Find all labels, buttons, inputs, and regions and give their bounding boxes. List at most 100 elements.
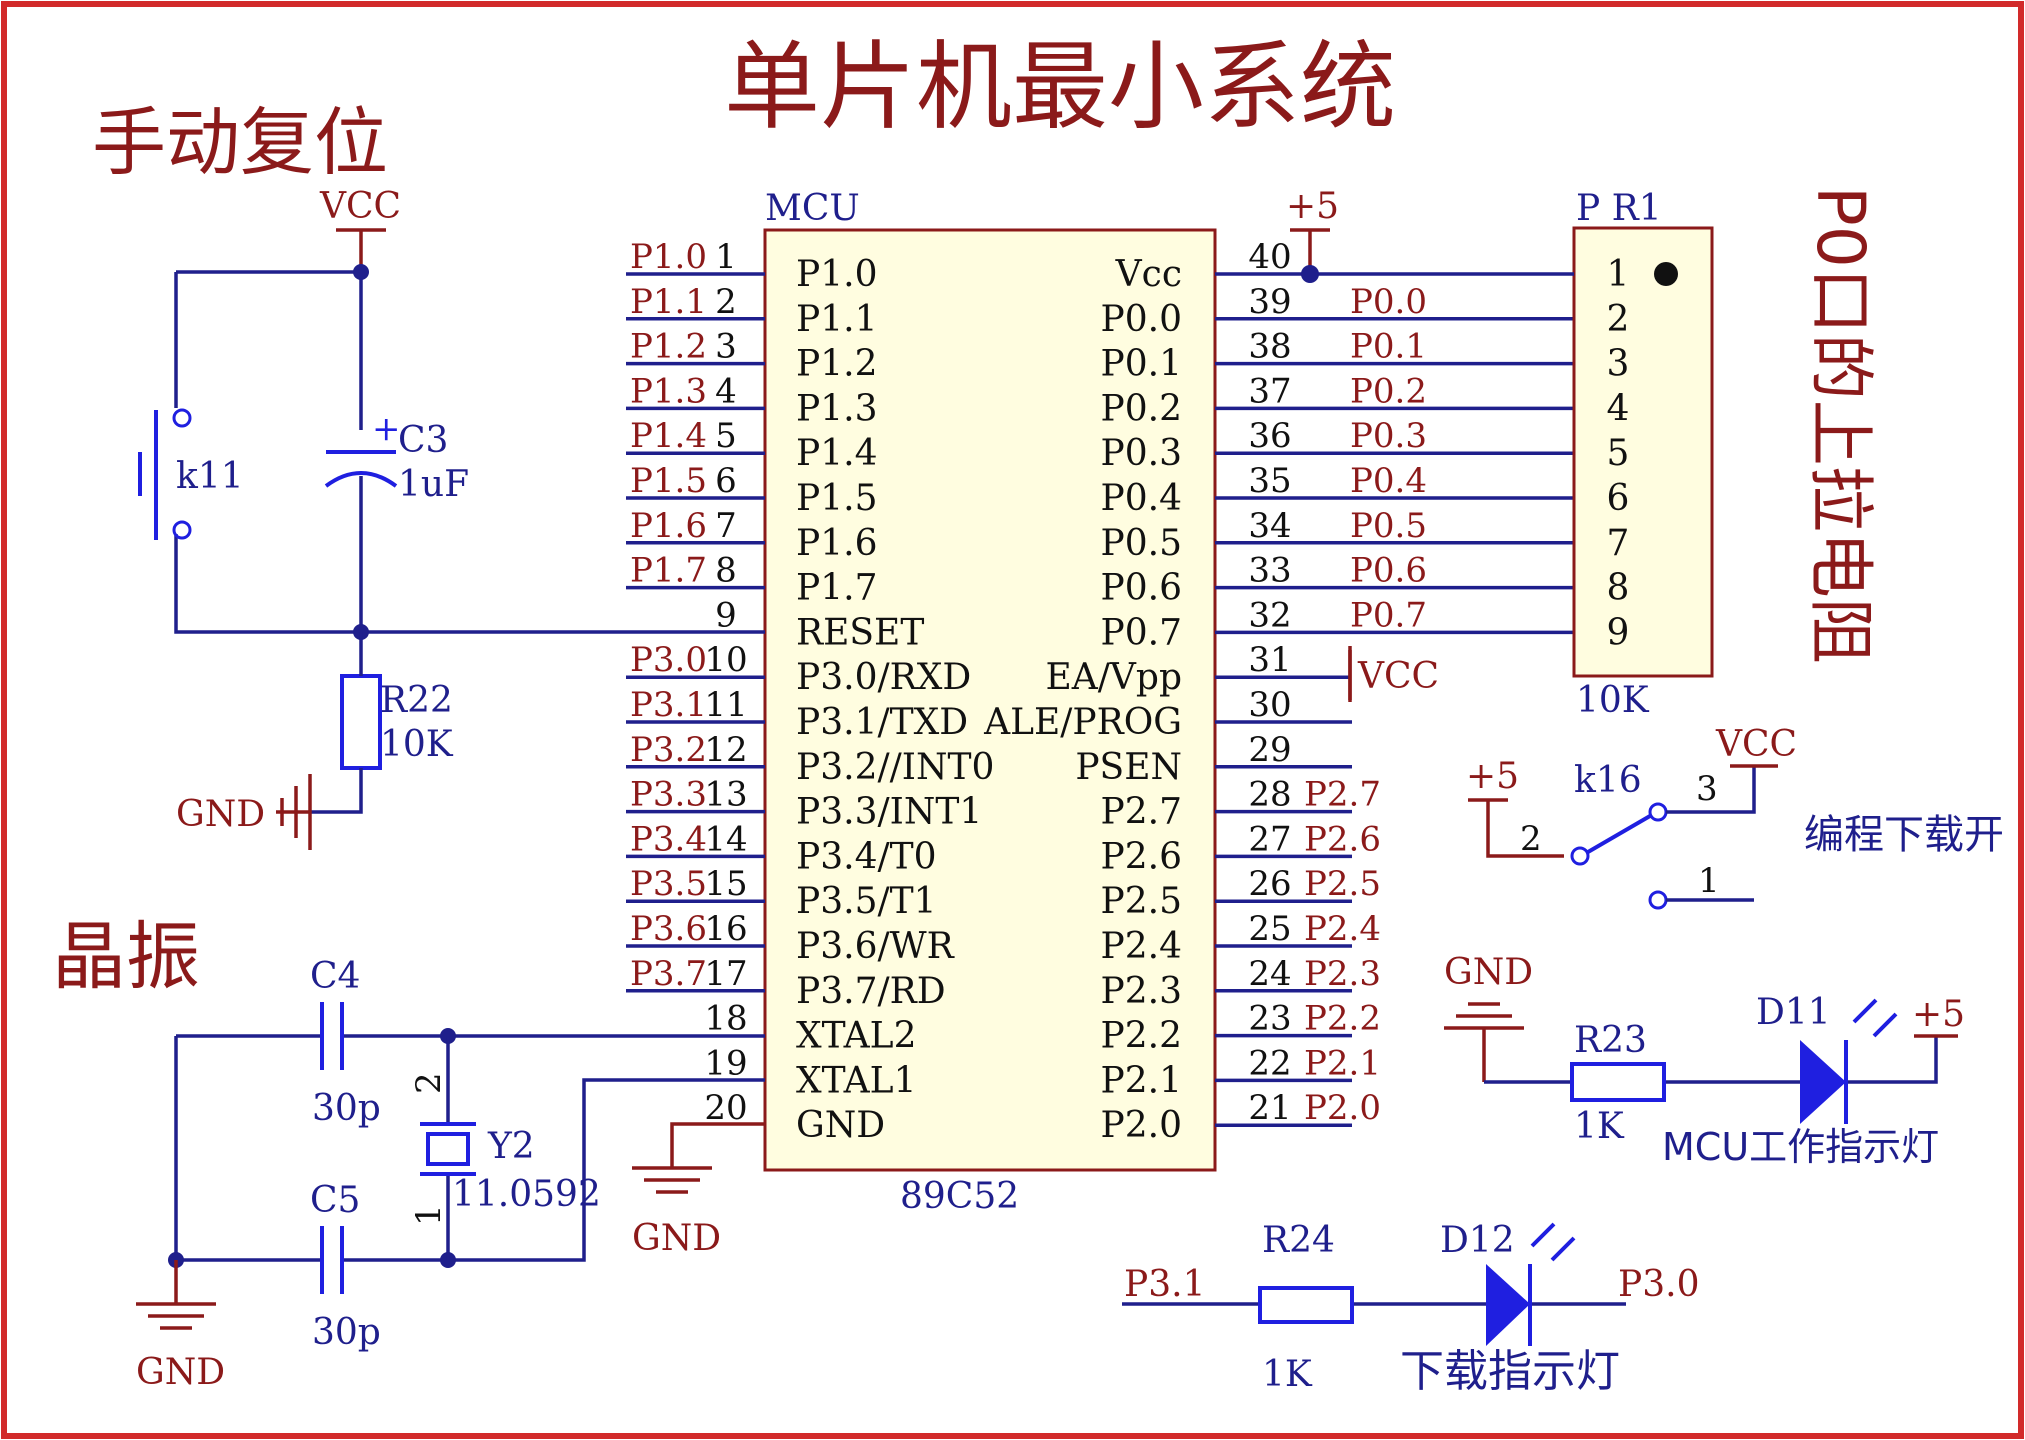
mcu-pin-28-number: 28 (1248, 775, 1291, 815)
mcu-pin-21-number: 21 (1248, 1088, 1291, 1128)
mcu-pin-31-name: EA/Vpp (1046, 657, 1183, 698)
mcu-pin-4-name: P1.3 (796, 388, 877, 429)
mcu-net-39-label: P0.0 (1350, 282, 1427, 322)
y2-crystal (426, 1132, 470, 1166)
mcu-pin-10-name: P3.0/RXD (796, 657, 971, 698)
dl-p30-label: P3.0 (1618, 1264, 1699, 1305)
mcu-pin-20-name: GND (796, 1105, 885, 1146)
mcu-pin-33-name: P0.6 (1101, 568, 1182, 609)
mcu-pin-12-name: P3.2//INT0 (796, 747, 994, 788)
mcu-net-10-label: P3.0 (630, 640, 707, 680)
pr1-pin1-dot (1654, 262, 1678, 286)
r22-body (340, 674, 382, 770)
k16-label: k16 (1574, 760, 1642, 801)
mcu-pin-8-number: 8 (715, 551, 737, 591)
mcu-pin-13-number: 13 (704, 775, 747, 815)
pr1-pin-4: 4 (1607, 388, 1630, 429)
c3-plus-sign: + (372, 409, 401, 449)
mcu-gnd-label: GND (632, 1218, 721, 1259)
pr1-ref-label: P R1 (1576, 188, 1662, 229)
mcu-pin-25-name: P2.4 (1101, 926, 1182, 967)
mcu-pin-37-name: P0.2 (1101, 388, 1182, 429)
d11-light-rays (1852, 998, 1898, 1038)
d11-label: D11 (1756, 992, 1831, 1033)
mcu-net-24-label: P2.3 (1304, 954, 1381, 994)
mcu-pin-27-number: 27 (1248, 819, 1291, 859)
mcu-pin-3-name: P1.2 (796, 344, 877, 385)
mcu-pin-13-name: P3.3/INT1 (796, 792, 982, 833)
mcu-net-13-label: P3.3 (630, 775, 707, 815)
mcu-pin-34-number: 34 (1248, 506, 1291, 546)
mcu-pin-2-name: P1.1 (796, 299, 877, 340)
pr1-pin-3: 3 (1607, 344, 1630, 385)
k11-switch-body (138, 410, 158, 540)
y2-label: Y2 (487, 1126, 535, 1167)
y2-pin1: 1 (409, 1204, 449, 1226)
k11-label: k11 (176, 456, 244, 497)
mcu-pin-4-number: 4 (715, 371, 737, 411)
mcu-pin-32-number: 32 (1248, 595, 1291, 635)
mcu-pin-38-number: 38 (1248, 327, 1291, 367)
pr1-pin-1: 1 (1607, 254, 1630, 295)
mcu-pin-23-number: 23 (1248, 999, 1291, 1039)
mcu-net-37-label: P0.2 (1350, 371, 1427, 411)
c4-label: C4 (310, 956, 360, 997)
section-mcu-led-title: MCU工作指示灯 (1662, 1125, 1939, 1169)
pr1-pin-5: 5 (1607, 433, 1630, 474)
y2-pin2: 2 (409, 1072, 449, 1094)
pr1-pin-9: 9 (1607, 612, 1630, 653)
d12-label: D12 (1440, 1220, 1515, 1261)
y2-value: 11.0592 (452, 1174, 601, 1215)
mcu-net-25-label: P2.4 (1304, 909, 1381, 949)
mcu-pin-21-name: P2.0 (1101, 1105, 1182, 1146)
reset-top-junction (353, 264, 369, 280)
mcu-pin-30-number: 30 (1248, 685, 1291, 725)
c4-body (320, 1002, 344, 1070)
mcu-net-33-label: P0.6 (1350, 551, 1427, 591)
mcu-pin-34-name: P0.5 (1101, 523, 1182, 564)
mcu-net-26-label: P2.5 (1304, 864, 1381, 904)
mcu-net-21-label: P2.0 (1304, 1088, 1381, 1128)
mcu-body (763, 228, 1217, 1172)
mcu-pin-2-number: 2 (715, 282, 737, 322)
mcu-net-15-label: P3.5 (630, 864, 707, 904)
mcu-pin-23-name: P2.2 (1101, 1016, 1182, 1057)
mcu-pin-6-name: P1.5 (796, 478, 877, 519)
mcu-net-2-label: P1.1 (630, 282, 707, 322)
c5-value: 30p (312, 1312, 381, 1353)
mcu-pin-22-number: 22 (1248, 1043, 1291, 1083)
mcu-net-27-label: P2.6 (1304, 819, 1381, 859)
k16-terminal-2 (1570, 846, 1590, 866)
k16-terminal-1 (1648, 890, 1668, 910)
plus5-mcu-label: +5 (1286, 186, 1339, 227)
r24-value: 1K (1262, 1354, 1313, 1395)
mcu-net-34-label: P0.5 (1350, 506, 1427, 546)
mcu-pin-30-name: ALE/PROG (983, 702, 1182, 743)
k11-terminal-top (172, 408, 192, 428)
r22-gnd-label: GND (176, 794, 265, 835)
section-crystal-title: 晶振 (52, 914, 200, 1000)
mcu-pin-3-number: 3 (715, 327, 737, 367)
mcu-pin-26-name: P2.5 (1101, 881, 1182, 922)
r22-value: 10K (380, 724, 454, 765)
mcu-pin-26-number: 26 (1248, 864, 1291, 904)
k16-plus5-label: +5 (1466, 756, 1519, 797)
mcu-net-5-label: P1.4 (630, 416, 707, 456)
mcu-pin-16-number: 16 (704, 909, 747, 949)
mcu-pin-5-name: P1.4 (796, 433, 877, 474)
mcu-pin-18-number: 18 (704, 999, 747, 1039)
mcu-pin-19-name: XTAL1 (796, 1060, 916, 1101)
r24-label: R24 (1262, 1220, 1335, 1261)
mcu-net-4-label: P1.3 (630, 371, 707, 411)
mcu-pin-18-name: XTAL2 (796, 1016, 916, 1057)
mcu-net-17-label: P3.7 (630, 954, 707, 994)
mcu-pin-36-number: 36 (1248, 416, 1291, 456)
mcu-pin-6-number: 6 (715, 461, 737, 501)
pr1-pin-8: 8 (1607, 568, 1630, 609)
c3-plate-bottom (324, 471, 398, 488)
dl-p31-label: P3.1 (1124, 1264, 1205, 1305)
mcu-pin-20-number: 20 (704, 1088, 747, 1128)
crystal-gnd-symbol (136, 1260, 216, 1330)
xtal1-wire (176, 1078, 765, 1262)
